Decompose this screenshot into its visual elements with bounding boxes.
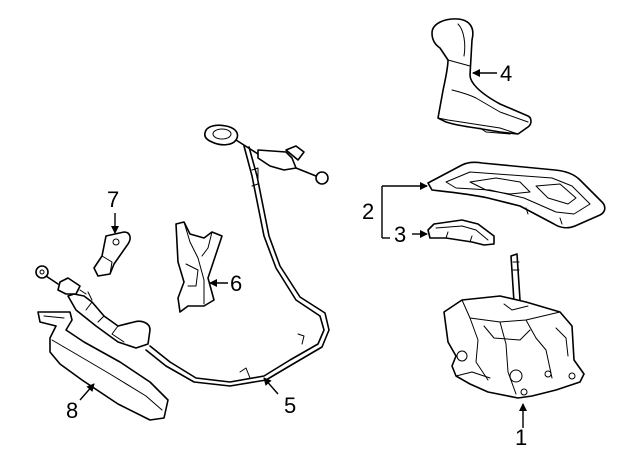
callout-label-7: 7 [107,187,119,212]
shift-knob-icon [431,18,532,135]
callout-1: 1 [515,403,527,450]
callout-7: 7 [107,187,119,234]
leader-line-8 [79,383,95,401]
leader-line-5 [263,377,279,395]
callout-4: 4 [472,61,512,86]
callout-label-5: 5 [284,393,296,418]
callout-6: 6 [209,271,242,296]
cable-bracket-icon [175,221,223,313]
callout-8: 8 [66,383,95,423]
shifter-trim-bezel-icon [427,161,606,229]
callout-label-3: 3 [394,222,406,247]
shift-cable-icon [35,124,330,387]
callout-3: 3 [394,222,428,247]
callout-label-4: 4 [500,61,512,86]
callout-label-8: 8 [66,398,78,423]
callout-label-1: 1 [515,425,527,450]
shifter-assembly-icon [443,253,585,399]
retainer-clip-icon [93,231,131,277]
heat-shield-icon [37,311,169,421]
indicator-insert-icon [427,219,495,246]
callout-label-2: 2 [362,199,374,224]
callout-label-6: 6 [230,271,242,296]
callout-5: 5 [263,377,296,418]
callout-2: 2 [362,182,428,239]
